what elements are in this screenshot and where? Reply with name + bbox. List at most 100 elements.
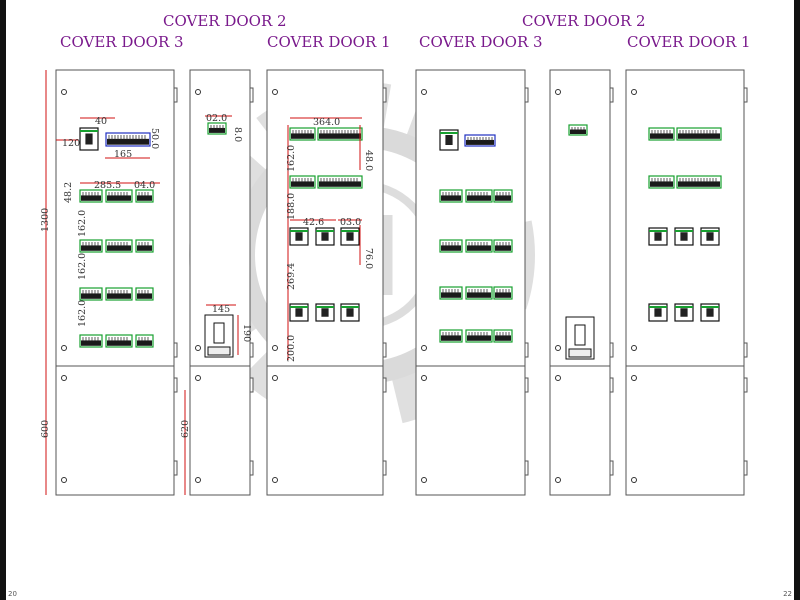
door-latch-icon (421, 89, 427, 95)
terminal-module (439, 189, 463, 203)
device-glyph (321, 232, 329, 241)
relay-module (464, 134, 496, 147)
dim-label: 1300 (40, 208, 51, 232)
terminal-module (493, 239, 513, 253)
door-latch-icon (421, 375, 427, 381)
dim-label: 02.0 (206, 113, 227, 124)
hinge-icon (743, 460, 748, 476)
terminal-module (340, 227, 360, 246)
terminal-strip (495, 245, 511, 251)
lower-door (625, 365, 745, 496)
terminal-strip (441, 292, 461, 298)
dim-label: 200.0 (286, 335, 297, 362)
terminal-module (315, 303, 335, 322)
terminal-module (79, 334, 103, 348)
hinge-icon (382, 342, 387, 358)
upper-door (415, 69, 526, 367)
hinge-icon (524, 87, 529, 103)
terminal-strip (81, 293, 101, 299)
device-glyph (706, 232, 714, 241)
hinge-icon (249, 377, 254, 393)
title-right-cover-door-1: COVER DOOR 1 (627, 33, 751, 51)
terminal-module (105, 287, 133, 301)
dim-label: 40 (95, 116, 107, 127)
door-latch-icon (195, 375, 201, 381)
terminal-module (79, 239, 103, 253)
breaker-handle (213, 322, 225, 344)
dim-label: 76.0 (363, 248, 374, 269)
left-edge (0, 0, 6, 600)
door-latch-icon (195, 477, 201, 483)
terminal-strip (319, 181, 361, 187)
terminal-module (465, 286, 493, 300)
lower-door (55, 365, 175, 496)
device-glyph (654, 232, 662, 241)
device-glyph (346, 308, 354, 317)
dim-label: 42.6 (303, 217, 324, 228)
breaker-handle (574, 324, 586, 346)
terminal-module (700, 227, 720, 246)
hinge-icon (524, 460, 529, 476)
terminal-module (676, 175, 722, 189)
terminal-module (340, 303, 360, 322)
device-glyph (295, 308, 303, 317)
dim-label: 162.0 (77, 253, 88, 280)
door-latch-icon (555, 89, 561, 95)
dim-label: 269.4 (286, 263, 297, 290)
title-left-cover-door-3: COVER DOOR 3 (60, 33, 184, 51)
terminal-strip (570, 129, 586, 134)
terminal-strip (466, 139, 494, 145)
terminal-module (439, 286, 463, 300)
dim-label: 48.0 (363, 150, 374, 171)
terminal-strip (81, 195, 101, 201)
terminal-module (79, 189, 103, 203)
dim-label: 145 (212, 304, 230, 315)
main-breaker (565, 316, 595, 360)
device-glyph (295, 232, 303, 241)
terminal-module (135, 287, 154, 301)
dim-label: 120 (62, 138, 80, 149)
hinge-icon (173, 460, 178, 476)
lower-door (189, 365, 251, 496)
device-glyph (445, 135, 453, 145)
dim-label: 03.0 (340, 217, 361, 228)
door-latch-icon (421, 345, 427, 351)
dim-label: 04.0 (134, 180, 155, 191)
door-latch-icon (631, 375, 637, 381)
terminal-strip (678, 133, 720, 139)
terminal-module (439, 129, 459, 151)
terminal-module (135, 239, 154, 253)
terminal-module (315, 227, 335, 246)
terminal-module (105, 239, 133, 253)
dim-label: 162.0 (77, 210, 88, 237)
terminal-module (207, 122, 227, 135)
title-right-cover-door-2: COVER DOOR 2 (522, 12, 646, 30)
title-left-cover-door-1: COVER DOOR 1 (267, 33, 391, 51)
terminal-strip (650, 181, 673, 187)
terminal-module (317, 127, 363, 141)
dim-label: 285.5 (94, 180, 121, 191)
door-latch-icon (272, 89, 278, 95)
terminal-module (289, 175, 316, 189)
door-latch-icon (195, 345, 201, 351)
main-breaker (204, 314, 234, 358)
door-latch-icon (61, 375, 67, 381)
terminal-module (648, 175, 675, 189)
dim-label: 162.0 (77, 300, 88, 327)
cabinet-panel (55, 69, 178, 496)
cabinet-panel (266, 69, 387, 496)
door-latch-icon (272, 345, 278, 351)
terminal-module (105, 189, 133, 203)
device-glyph (346, 232, 354, 241)
terminal-strip (441, 195, 461, 201)
terminal-strip (137, 195, 152, 201)
terminal-strip (107, 293, 131, 299)
terminal-module (79, 127, 99, 151)
upper-door (55, 69, 175, 367)
hinge-icon (173, 87, 178, 103)
terminal-module (700, 303, 720, 322)
terminal-strip (107, 245, 131, 251)
lower-door (415, 365, 526, 496)
dim-label: 188.0 (286, 193, 297, 220)
device-glyph (680, 308, 688, 317)
